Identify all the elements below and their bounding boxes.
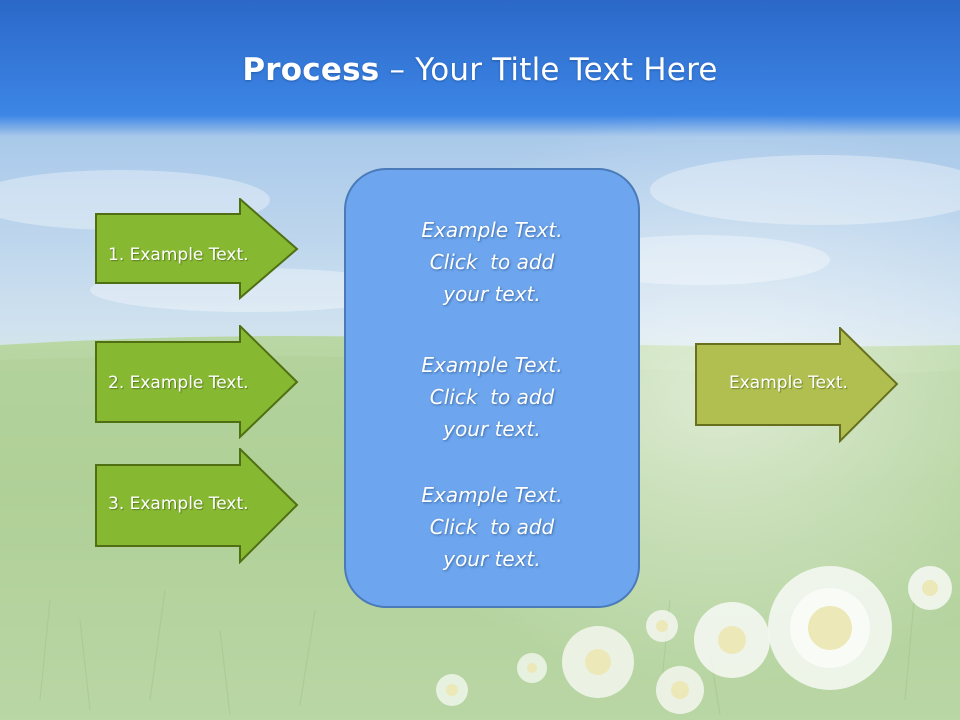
center-text-block-1: Example Text. Click to add your text. — [346, 214, 638, 310]
center-text-block-3: Example Text. Click to add your text. — [346, 479, 638, 575]
center-text-line: Click to add — [429, 385, 555, 409]
center-text-line: your text. — [443, 282, 541, 306]
slide-title[interactable]: Process – Your Title Text Here — [0, 52, 960, 88]
title-rest: – Your Title Text Here — [379, 52, 718, 88]
arrow-step-1[interactable] — [94, 198, 300, 300]
center-process-box[interactable]: Example Text. Click to add your text. Ex… — [344, 168, 640, 608]
arrow-step-1-label: 1. Example Text. — [108, 245, 249, 265]
arrow-step-2[interactable] — [94, 325, 300, 439]
arrow-step-2-label: 2. Example Text. — [108, 373, 249, 393]
arrow-output-label: Example Text. — [729, 373, 848, 393]
daisy-flower-icon — [436, 566, 952, 714]
arrow-output[interactable] — [694, 327, 900, 443]
center-text-line: Example Text. — [421, 353, 563, 377]
center-text-line: Example Text. — [421, 483, 563, 507]
center-text-line: Click to add — [429, 250, 555, 274]
center-text-line: your text. — [443, 547, 541, 571]
arrow-step-3-label: 3. Example Text. — [108, 494, 249, 514]
center-text-line: Example Text. — [421, 218, 563, 242]
arrow-step-3[interactable] — [94, 448, 300, 564]
center-text-line: your text. — [443, 417, 541, 441]
center-text-block-2: Example Text. Click to add your text. — [346, 349, 638, 445]
title-bold: Process — [242, 52, 380, 88]
center-text-line: Click to add — [429, 515, 555, 539]
